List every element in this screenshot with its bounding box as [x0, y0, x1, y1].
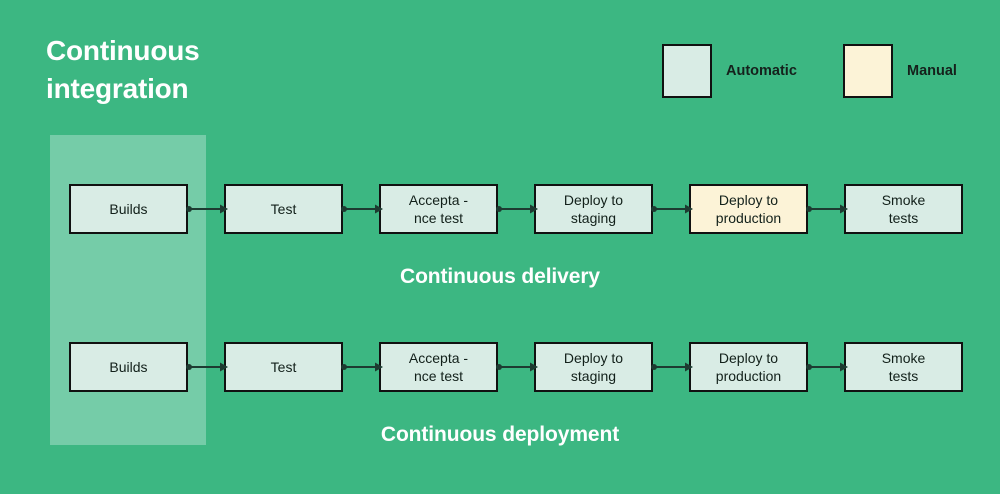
node-builds[interactable]: Builds	[69, 184, 188, 234]
node-deploy-to-production[interactable]: Deploy to production	[689, 184, 808, 234]
manual-swatch-icon	[843, 44, 893, 98]
arrow-icon	[341, 204, 383, 214]
arrow-icon	[806, 204, 848, 214]
node-smoke-tests[interactable]: Smoke tests	[844, 184, 963, 234]
arrow-icon	[496, 204, 538, 214]
legend-item-manual: Manual	[843, 44, 957, 98]
node-test[interactable]: Test	[224, 184, 343, 234]
arrow-icon	[651, 362, 693, 372]
pipeline-row-continuous-deployment: Builds Test Accepta - nce test Deploy to…	[0, 342, 1000, 392]
legend-item-automatic: Automatic	[662, 44, 797, 98]
automatic-swatch-icon	[662, 44, 712, 98]
node-deploy-to-staging[interactable]: Deploy to staging	[534, 184, 653, 234]
node-acceptance-test[interactable]: Accepta - nce test	[379, 342, 498, 392]
continuous-integration-band	[50, 135, 206, 445]
arrow-icon	[651, 204, 693, 214]
arrow-icon	[186, 204, 228, 214]
node-acceptance-test[interactable]: Accepta - nce test	[379, 184, 498, 234]
legend-label-manual: Manual	[907, 63, 957, 79]
node-smoke-tests[interactable]: Smoke tests	[844, 342, 963, 392]
arrow-icon	[186, 362, 228, 372]
arrow-icon	[806, 362, 848, 372]
arrow-icon	[341, 362, 383, 372]
pipeline-row-continuous-delivery: Builds Test Accepta - nce test Deploy to…	[0, 184, 1000, 234]
node-deploy-to-staging[interactable]: Deploy to staging	[534, 342, 653, 392]
arrow-icon	[496, 362, 538, 372]
legend-label-automatic: Automatic	[726, 63, 797, 79]
node-deploy-to-production[interactable]: Deploy to production	[689, 342, 808, 392]
node-test[interactable]: Test	[224, 342, 343, 392]
node-builds[interactable]: Builds	[69, 342, 188, 392]
caption-continuous-deployment: Continuous deployment	[380, 423, 620, 446]
caption-continuous-delivery: Continuous delivery	[400, 265, 600, 288]
page-title: Continuous integration	[46, 35, 200, 105]
